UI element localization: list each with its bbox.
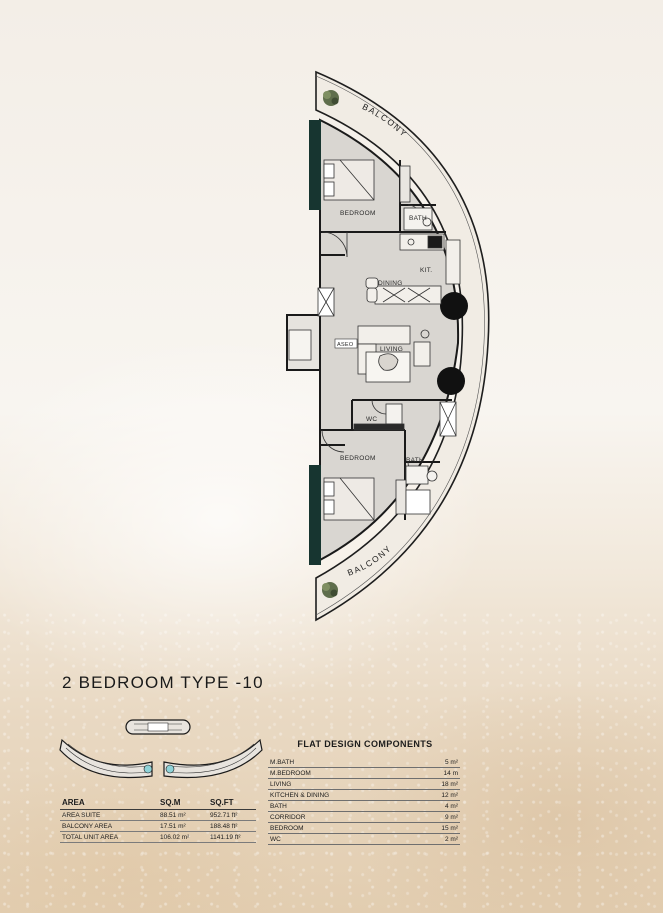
wc-fixtures: [353, 403, 405, 431]
component-name: M.BEDROOM: [268, 767, 413, 779]
area-table: AREA SQ.M SQ.FT AREA SUITE 88.51 m² 952.…: [60, 798, 256, 843]
component-name: BATH: [268, 800, 413, 812]
column-upper: [440, 292, 468, 320]
label-bedroom-lower: BEDROOM: [340, 455, 376, 462]
component-area: 4 m²: [412, 800, 460, 812]
facade-panel-lower: [309, 465, 321, 565]
area-header-area: AREA: [60, 798, 158, 810]
dining-table: [365, 277, 442, 305]
component-name: M.BATH: [268, 757, 413, 768]
area-row-sqft: 952.71 ft²: [208, 809, 256, 821]
area-row-label: TOTAL UNIT AREA: [60, 831, 158, 843]
floor-plan: BEDROOM BATH KIT. DINING ASEO LIVING WC …: [286, 70, 490, 622]
label-bedroom-upper: BEDROOM: [340, 210, 376, 217]
area-row-sqft: 1141.19 ft²: [208, 831, 256, 843]
bath-lower-fixtures: [395, 465, 438, 515]
key-plan: [59, 719, 263, 779]
component-area: 15 m²: [412, 822, 460, 834]
bed-upper: [323, 159, 375, 201]
living-furniture: [317, 287, 457, 437]
area-header-sqft: SQ.FT: [208, 798, 256, 810]
table-row: AREA SUITE 88.51 m² 952.71 ft²: [60, 809, 256, 821]
component-area: 18 m²: [412, 778, 460, 790]
component-name: LIVING: [268, 778, 413, 790]
table-row: M.BATH 5 m²: [268, 757, 460, 768]
table-row: TOTAL UNIT AREA 106.02 m² 1141.19 ft²: [60, 831, 256, 843]
key-plan-tower-right: [163, 738, 263, 779]
area-row-label: BALCONY AREA: [60, 820, 158, 832]
entry-door: [288, 329, 312, 361]
unit-title: 2 BEDROOM TYPE -10: [62, 673, 264, 692]
area-row-sqft: 188.48 ft²: [208, 820, 256, 832]
table-row: LIVING 18 m²: [268, 778, 460, 790]
component-area: 5 m²: [412, 757, 460, 768]
kitchen-counter: [399, 233, 461, 285]
table-row: M.BEDROOM 14 m: [268, 767, 460, 779]
label-aseo: ASEO: [337, 342, 354, 348]
bed-lower: [323, 477, 375, 521]
planter-upper: [323, 90, 339, 106]
table-row: WC 2 m²: [268, 833, 460, 845]
component-area: 12 m²: [412, 789, 460, 801]
area-row-label: AREA SUITE: [60, 809, 158, 821]
area-table-header: AREA SQ.M SQ.FT: [60, 798, 256, 810]
key-plan-tower-top: [125, 719, 191, 735]
component-area: 9 m²: [412, 811, 460, 823]
label-living: LIVING: [380, 346, 403, 353]
label-kitchen: KIT.: [420, 267, 432, 274]
table-row: BEDROOM 15 m²: [268, 822, 460, 834]
component-area: 14 m: [412, 767, 460, 779]
column-lower: [437, 367, 465, 395]
component-name: KITCHEN & DINING: [268, 789, 413, 801]
key-plan-tower-left: [59, 738, 153, 779]
area-row-sqm: 106.02 m²: [158, 831, 208, 843]
component-name: WC: [268, 833, 413, 845]
label-wc: WC: [366, 416, 377, 423]
table-row: KITCHEN & DINING 12 m²: [268, 789, 460, 801]
label-dining: DINING: [378, 280, 403, 287]
facade-panel-upper: [309, 120, 321, 210]
area-header-sqm: SQ.M: [158, 798, 208, 810]
area-row-sqm: 88.51 m²: [158, 809, 208, 821]
components-title: FLAT DESIGN COMPONENTS: [297, 739, 433, 749]
planter-lower: [322, 582, 338, 598]
components-table: M.BATH 5 m² M.BEDROOM 14 m LIVING 18 m² …: [268, 757, 460, 845]
table-row: BATH 4 m²: [268, 800, 460, 812]
area-row-sqm: 17.51 m²: [158, 820, 208, 832]
component-area: 2 m²: [412, 833, 460, 845]
table-row: CORRIDOR 9 m²: [268, 811, 460, 823]
bath-upper-fixtures: [399, 165, 433, 231]
label-bath-upper: BATH: [409, 215, 427, 222]
label-bath-lower: BATH: [406, 457, 424, 464]
component-name: CORRIDOR: [268, 811, 413, 823]
table-row: BALCONY AREA 17.51 m² 188.48 ft²: [60, 820, 256, 832]
component-name: BEDROOM: [268, 822, 413, 834]
